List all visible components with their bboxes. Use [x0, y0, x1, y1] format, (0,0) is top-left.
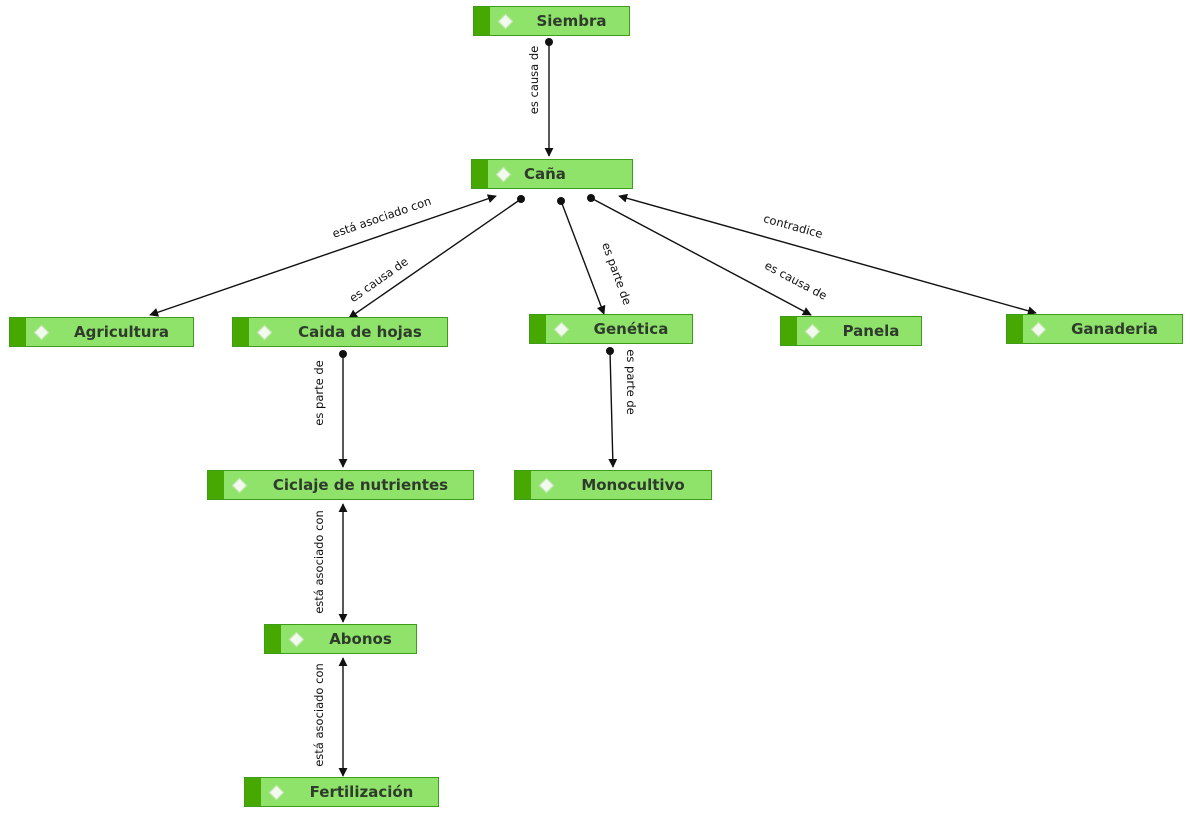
- link-genetica-monocultivo[interactable]: es parte de: [606, 347, 638, 468]
- link-label-cana-panela: es causa de: [762, 258, 829, 302]
- link-label-abonos-fertilizacion: está asociado con: [312, 663, 326, 767]
- diamond-icon: [804, 323, 821, 340]
- link-label-cana-agricultura: está asociado con: [330, 194, 432, 241]
- link-label-caida-ciclaje: es parte de: [312, 360, 326, 425]
- link-label-cana-genetica: es parte de: [599, 240, 635, 306]
- node-ciclaje-de-nutrientes[interactable]: Ciclaje de nutrientes: [207, 470, 474, 500]
- link-label-siembra-cana: es causa de: [527, 46, 541, 114]
- diamond-icon: [33, 324, 50, 341]
- link-cana-ganaderia[interactable]: contradice: [618, 193, 1037, 316]
- node-label: Siembra: [536, 12, 607, 30]
- node-monocultivo[interactable]: Monocultivo: [514, 470, 712, 500]
- node-label: Agricultura: [74, 323, 169, 341]
- diamond-icon: [268, 784, 285, 801]
- node-label: Caida de hojas: [298, 323, 422, 341]
- node-label: Genética: [593, 320, 669, 338]
- link-label-genetica-monocultivo: es parte de: [624, 349, 638, 414]
- node-label: Caña: [524, 165, 566, 183]
- diamond-icon: [256, 324, 273, 341]
- node-cana[interactable]: Caña: [471, 159, 633, 189]
- link-label-cana-ganaderia: contradice: [762, 211, 824, 241]
- diamond-icon: [538, 477, 555, 494]
- link-ciclaje-abonos[interactable]: está asociado con: [312, 503, 348, 623]
- link-abonos-fertilizacion[interactable]: está asociado con: [312, 657, 348, 777]
- node-agricultura[interactable]: Agricultura: [9, 317, 194, 347]
- diamond-icon: [497, 13, 514, 30]
- node-ganaderia[interactable]: Ganaderia: [1006, 314, 1183, 344]
- node-label: Ciclaje de nutrientes: [272, 476, 449, 494]
- link-siembra-cana[interactable]: es causa de: [527, 38, 554, 157]
- node-genetica[interactable]: Genética: [529, 314, 693, 344]
- node-fertilizacion[interactable]: Fertilización: [244, 777, 439, 807]
- diamond-icon: [1030, 321, 1047, 338]
- node-label: Monocultivo: [581, 476, 685, 494]
- node-label: Abonos: [329, 630, 392, 648]
- node-label: Ganaderia: [1071, 320, 1158, 338]
- node-caida-de-hojas[interactable]: Caida de hojas: [232, 317, 448, 347]
- node-panela[interactable]: Panela: [780, 316, 922, 346]
- link-cana-agricultura[interactable]: está asociado con: [149, 194, 497, 317]
- node-abonos[interactable]: Abonos: [264, 624, 417, 654]
- diamond-icon: [231, 477, 248, 494]
- link-label-ciclaje-abonos: está asociado con: [312, 510, 326, 614]
- node-label: Panela: [842, 322, 900, 340]
- diamond-icon: [288, 631, 305, 648]
- diamond-icon: [553, 321, 570, 338]
- node-siembra[interactable]: Siembra: [473, 6, 630, 36]
- link-caida-ciclaje[interactable]: es parte de: [312, 350, 348, 468]
- diamond-icon: [495, 166, 512, 183]
- node-label: Fertilización: [309, 783, 414, 801]
